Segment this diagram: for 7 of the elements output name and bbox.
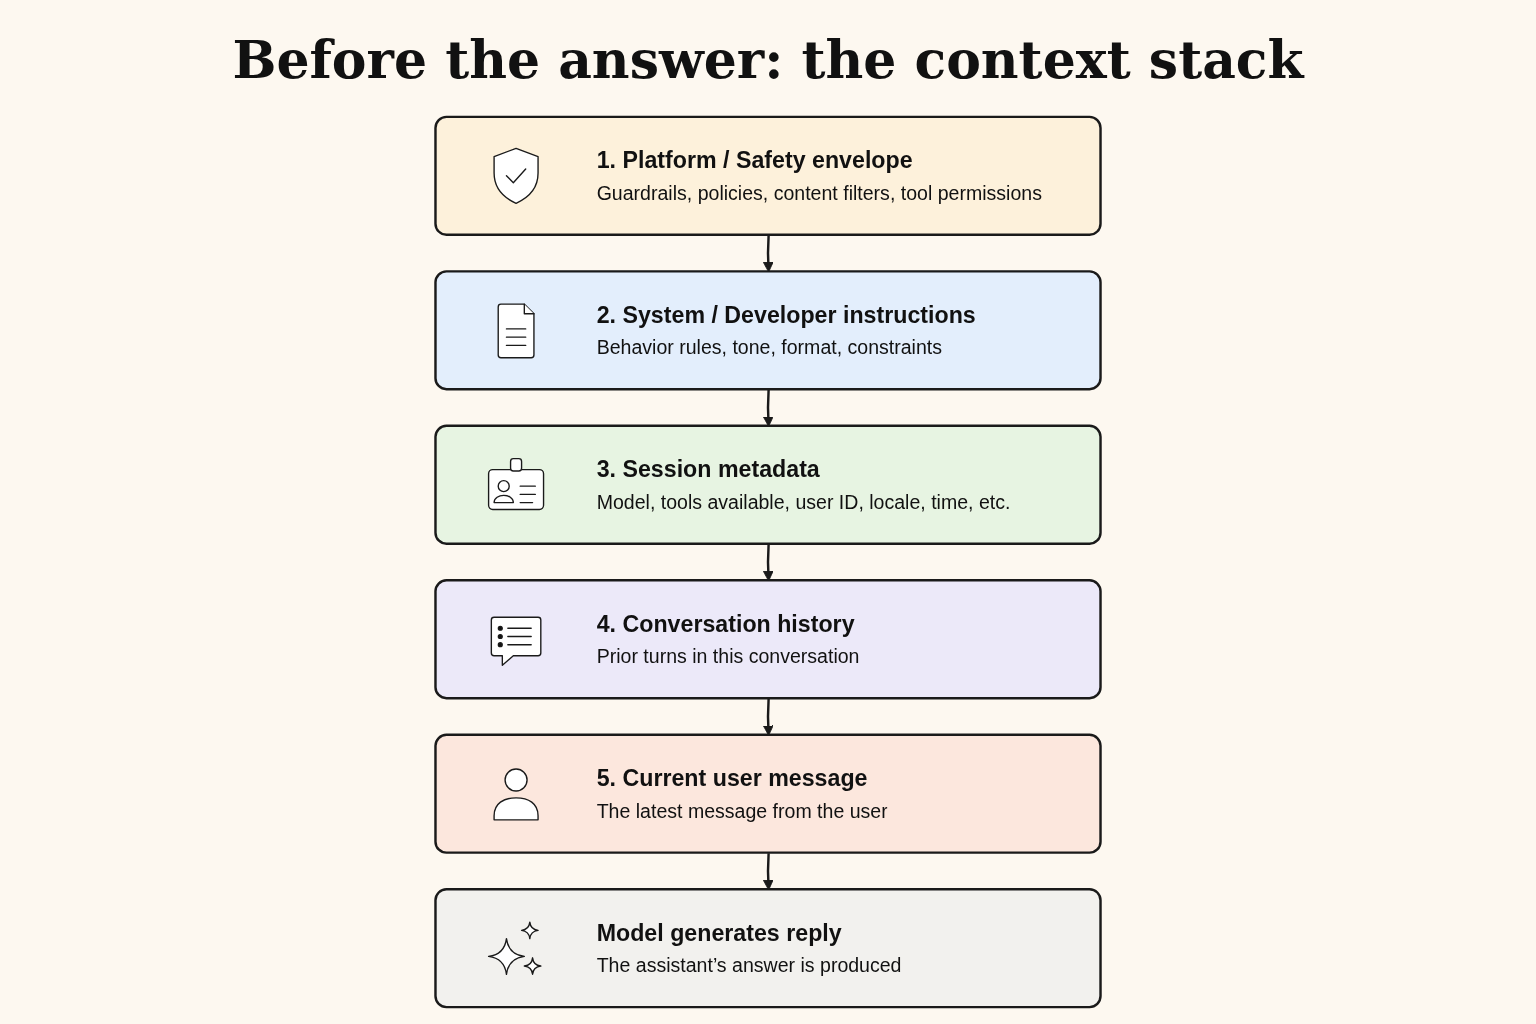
node-box: 2. System / Developer instructions Behavior rules, tone, format, constraints	[434, 270, 1102, 391]
node-box: 5. Current user message The latest message from the user	[434, 733, 1102, 854]
node-box: 3. Session metadata Model, tools available, user ID, locale, time, etc.	[434, 424, 1102, 545]
diagram-title: Before the answer: the context stack	[231, 28, 1306, 92]
node-box: 4. Conversation history Prior turns in this conversation	[434, 579, 1102, 700]
node-box: Model generates reply The assistant’s answer is produced	[434, 888, 1102, 1009]
node-box: 1. Platform / Safety envelope Guardrails, policies, content filters, tool permissions	[434, 115, 1102, 236]
